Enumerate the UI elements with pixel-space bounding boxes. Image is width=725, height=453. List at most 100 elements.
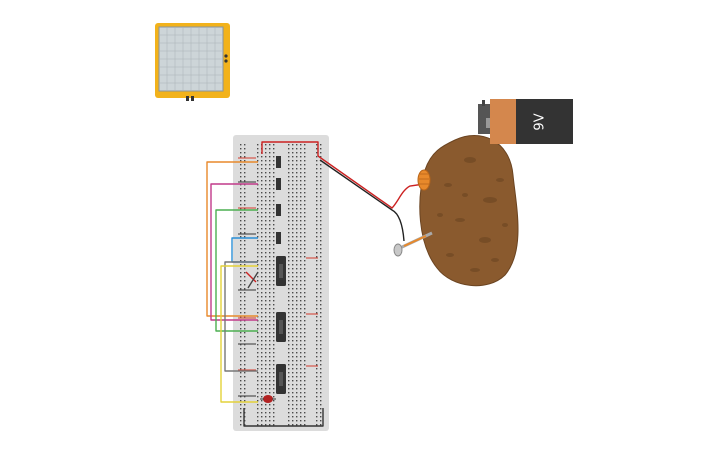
breadboard-hole — [292, 336, 294, 338]
copper-electrode[interactable] — [417, 169, 431, 191]
breadboard-hole — [244, 244, 246, 246]
breadboard-hole — [257, 288, 259, 290]
breadboard-hole — [320, 344, 322, 346]
breadboard-hole — [261, 272, 263, 274]
breadboard-hole — [261, 412, 263, 414]
breadboard-hole — [316, 260, 318, 262]
wire-black-bottom[interactable] — [243, 408, 324, 427]
breadboard-hole — [316, 408, 318, 410]
breadboard-hole — [320, 200, 322, 202]
wire-red-top[interactable] — [261, 141, 319, 156]
small-chip[interactable] — [276, 156, 281, 168]
breadboard-hole — [269, 376, 271, 378]
breadboard-hole — [288, 176, 290, 178]
breadboard-hole — [269, 324, 271, 326]
breadboard-hole — [273, 200, 275, 202]
small-chip[interactable] — [276, 232, 281, 244]
breadboard-hole — [300, 308, 302, 310]
breadboard-hole — [296, 380, 298, 382]
breadboard-hole — [288, 348, 290, 350]
breadboard-hole — [240, 324, 242, 326]
breadboard-hole — [257, 228, 259, 230]
breadboard-hole — [296, 424, 298, 426]
breadboard-hole — [257, 352, 259, 354]
potato[interactable] — [419, 135, 519, 287]
breadboard-hole — [273, 360, 275, 362]
breadboard-hole — [265, 360, 267, 362]
breadboard-hole — [240, 424, 242, 426]
breadboard-hole — [320, 228, 322, 230]
breadboard-hole — [240, 168, 242, 170]
breadboard-hole — [304, 364, 306, 366]
breadboard-hole — [269, 160, 271, 162]
breadboard-hole — [265, 244, 267, 246]
oscilloscope-terminal[interactable] — [191, 96, 194, 101]
breadboard-hole — [265, 272, 267, 274]
battery-9v[interactable]: 9V — [478, 99, 573, 144]
potato-spot — [444, 183, 452, 187]
oscilloscope[interactable] — [155, 23, 230, 101]
breadboard-hole — [261, 400, 263, 402]
wire-black-to-nail[interactable] — [319, 159, 405, 242]
breadboard-hole — [300, 272, 302, 274]
breadboard-hole — [300, 264, 302, 266]
breadboard-hole — [257, 368, 259, 370]
breadboard-hole — [292, 320, 294, 322]
breadboard-hole — [244, 148, 246, 150]
breadboard-hole — [269, 264, 271, 266]
breadboard-hole — [240, 412, 242, 414]
breadboard-hole — [296, 172, 298, 174]
breadboard-hole — [244, 352, 246, 354]
led[interactable] — [260, 395, 276, 403]
breadboard-hole — [320, 320, 322, 322]
breadboard-hole — [257, 360, 259, 362]
breadboard-hole — [273, 352, 275, 354]
breadboard-hole — [261, 212, 263, 214]
breadboard-hole — [269, 356, 271, 358]
oscilloscope-terminal[interactable] — [186, 96, 189, 101]
breadboard-hole — [320, 300, 322, 302]
small-chip[interactable] — [276, 178, 281, 190]
wire-orange[interactable] — [206, 161, 258, 317]
breadboard-hole — [304, 232, 306, 234]
breadboard-hole — [244, 208, 246, 210]
wire-yellow[interactable] — [220, 265, 258, 403]
wire-gray[interactable] — [224, 261, 258, 372]
breadboard-hole — [269, 292, 271, 294]
breadboard-hole — [240, 404, 242, 406]
breadboard-hole — [240, 240, 242, 242]
breadboard-hole — [265, 304, 267, 306]
wire-green[interactable] — [215, 209, 258, 332]
oscilloscope-knob[interactable] — [224, 59, 228, 63]
breadboard-hole — [316, 272, 318, 274]
breadboard-hole — [273, 180, 275, 182]
breadboard-hole — [304, 196, 306, 198]
breadboard-hole — [320, 168, 322, 170]
wire-diagonal-dark[interactable] — [247, 271, 259, 289]
potato-spot — [462, 193, 468, 197]
breadboard-hole — [257, 292, 259, 294]
breadboard-hole — [316, 200, 318, 202]
breadboard-hole — [296, 316, 298, 318]
breadboard-hole — [265, 372, 267, 374]
breadboard-hole — [304, 224, 306, 226]
breadboard-hole — [269, 392, 271, 394]
breadboard-hole — [288, 184, 290, 186]
wire-magenta[interactable] — [210, 183, 258, 321]
breadboard-hole — [240, 340, 242, 342]
small-chip[interactable] — [276, 204, 281, 216]
breadboard-hole — [320, 364, 322, 366]
oscilloscope-knob[interactable] — [224, 54, 228, 58]
breadboard-hole — [244, 176, 246, 178]
breadboard-hole — [300, 316, 302, 318]
breadboard-hole — [244, 160, 246, 162]
breadboard-hole — [320, 164, 322, 166]
breadboard-hole — [296, 192, 298, 194]
breadboard-hole — [292, 344, 294, 346]
breadboard-hole — [316, 180, 318, 182]
breadboard-hole — [304, 172, 306, 174]
wire-diagonal-red[interactable] — [245, 271, 257, 283]
nail[interactable] — [393, 231, 433, 257]
wire-red-to-battery[interactable] — [317, 155, 425, 209]
breadboard-hole — [292, 188, 294, 190]
